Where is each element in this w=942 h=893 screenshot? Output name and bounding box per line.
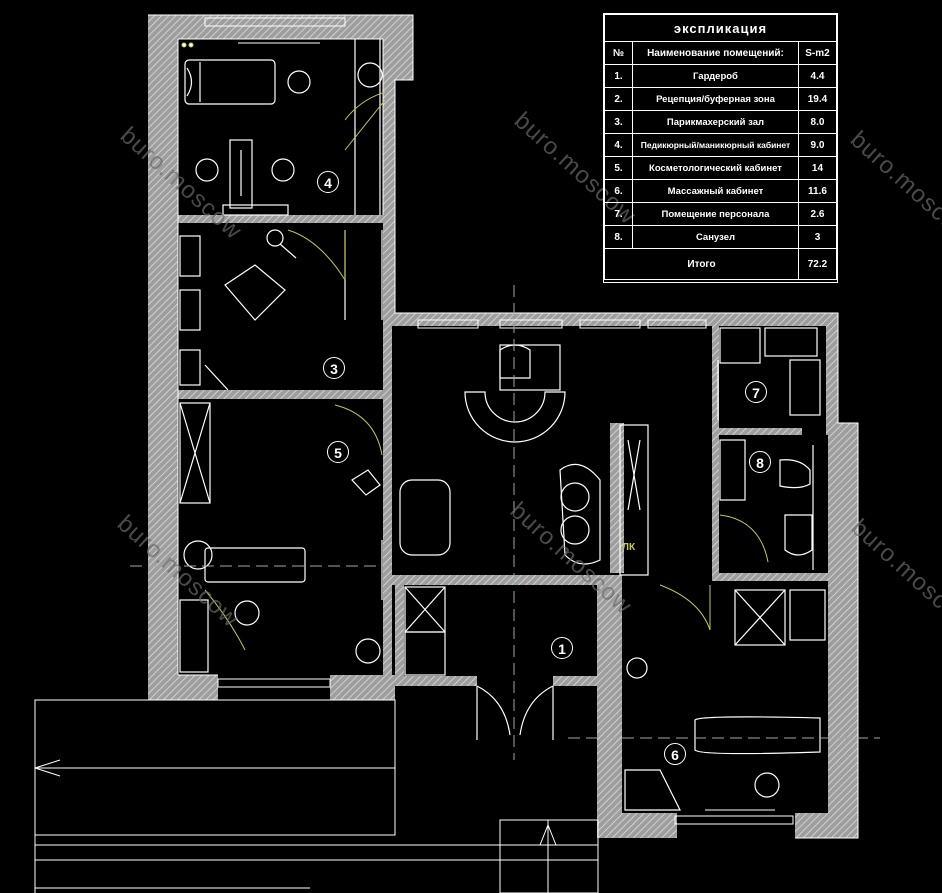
row-area: 9.0 (797, 133, 838, 157)
row-area: 3 (797, 225, 838, 249)
room7-furniture (717, 327, 821, 420)
room-label-5: 5 (327, 441, 349, 463)
table-title: экспликация (604, 14, 837, 42)
row-num: 3. (604, 110, 633, 134)
room6-door-swing (659, 584, 711, 631)
row-area: 14 (797, 156, 838, 180)
row-area: 11.6 (797, 179, 838, 203)
exterior-steps (34, 699, 599, 893)
row-num: 1. (604, 64, 633, 88)
row-num: 2. (604, 87, 633, 111)
row-name: Помещение персонала (632, 202, 799, 226)
row-name: Массажный кабинет (632, 179, 799, 203)
row-area: 8.0 (797, 110, 838, 134)
total-label: Итого (604, 248, 799, 280)
row-num: 7. (604, 202, 633, 226)
room8-furniture (719, 439, 814, 570)
header-name: Наименование помещений: (632, 41, 799, 65)
header-num: № (604, 41, 633, 65)
room1-furniture (404, 586, 554, 740)
room-label-1: 1 (551, 637, 573, 659)
room-label-8: 8 (749, 451, 771, 473)
explication-table: экспликация № Наименование помещений: S-… (603, 13, 838, 283)
room-label-4: 4 (317, 171, 339, 193)
row-num: 5. (604, 156, 633, 180)
room5-furniture (179, 402, 383, 673)
row-name: Парикмахерский зал (632, 110, 799, 134)
room-label-7: 7 (745, 381, 767, 403)
room3-furniture (179, 229, 383, 391)
row-name: Санузел (632, 225, 799, 249)
room4-door-swing (181, 42, 386, 151)
row-area: 4.4 (797, 64, 838, 88)
reception-furniture (399, 344, 649, 576)
row-name: Гардероб (632, 64, 799, 88)
room8-door-swing (719, 514, 769, 563)
row-num: 4. (604, 133, 633, 157)
room-label-6: 6 (664, 743, 686, 765)
header-area: S-m2 (797, 41, 838, 65)
row-name: Рецепция/буферная зона (632, 87, 799, 111)
row-area: 2.6 (797, 202, 838, 226)
cabinet-mark: ЛК (622, 542, 636, 553)
row-num: 8. (604, 225, 633, 249)
total-area: 72.2 (797, 248, 838, 280)
room-label-3: 3 (323, 357, 345, 379)
row-area: 19.4 (797, 87, 838, 111)
row-num: 6. (604, 179, 633, 203)
room4-furniture (184, 39, 383, 216)
row-name: Педикюрный/маникюрный кабинет (632, 133, 799, 157)
room6-furniture (624, 589, 826, 811)
room3-door-swing (287, 229, 346, 281)
room5-door-swing (204, 404, 383, 651)
windows (204, 17, 794, 825)
row-name: Косметологический кабинет (632, 156, 799, 180)
